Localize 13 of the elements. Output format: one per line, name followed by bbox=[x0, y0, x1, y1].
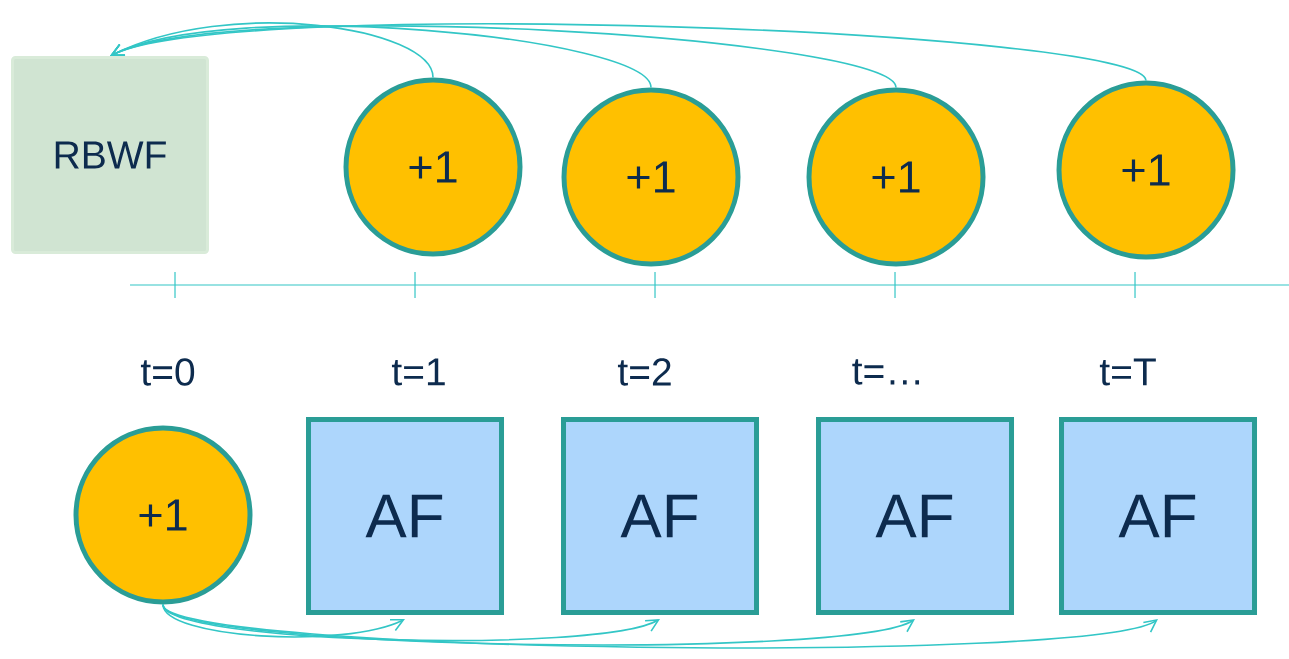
time-label: t=… bbox=[852, 359, 920, 385]
time-label: t=T bbox=[1099, 358, 1156, 386]
af-box: AF bbox=[1059, 417, 1257, 615]
af-box: AF bbox=[816, 417, 1014, 615]
af-box: AF bbox=[561, 417, 759, 615]
arrow bbox=[162, 603, 1158, 649]
time-label: t=2 bbox=[617, 358, 671, 386]
arrow bbox=[110, 23, 1147, 82]
time-label: t=1 bbox=[391, 358, 445, 386]
card-box: RBWF bbox=[11, 56, 209, 254]
time-label: t=0 bbox=[140, 358, 195, 386]
af-box: AF bbox=[306, 417, 504, 615]
arrow bbox=[162, 603, 405, 638]
